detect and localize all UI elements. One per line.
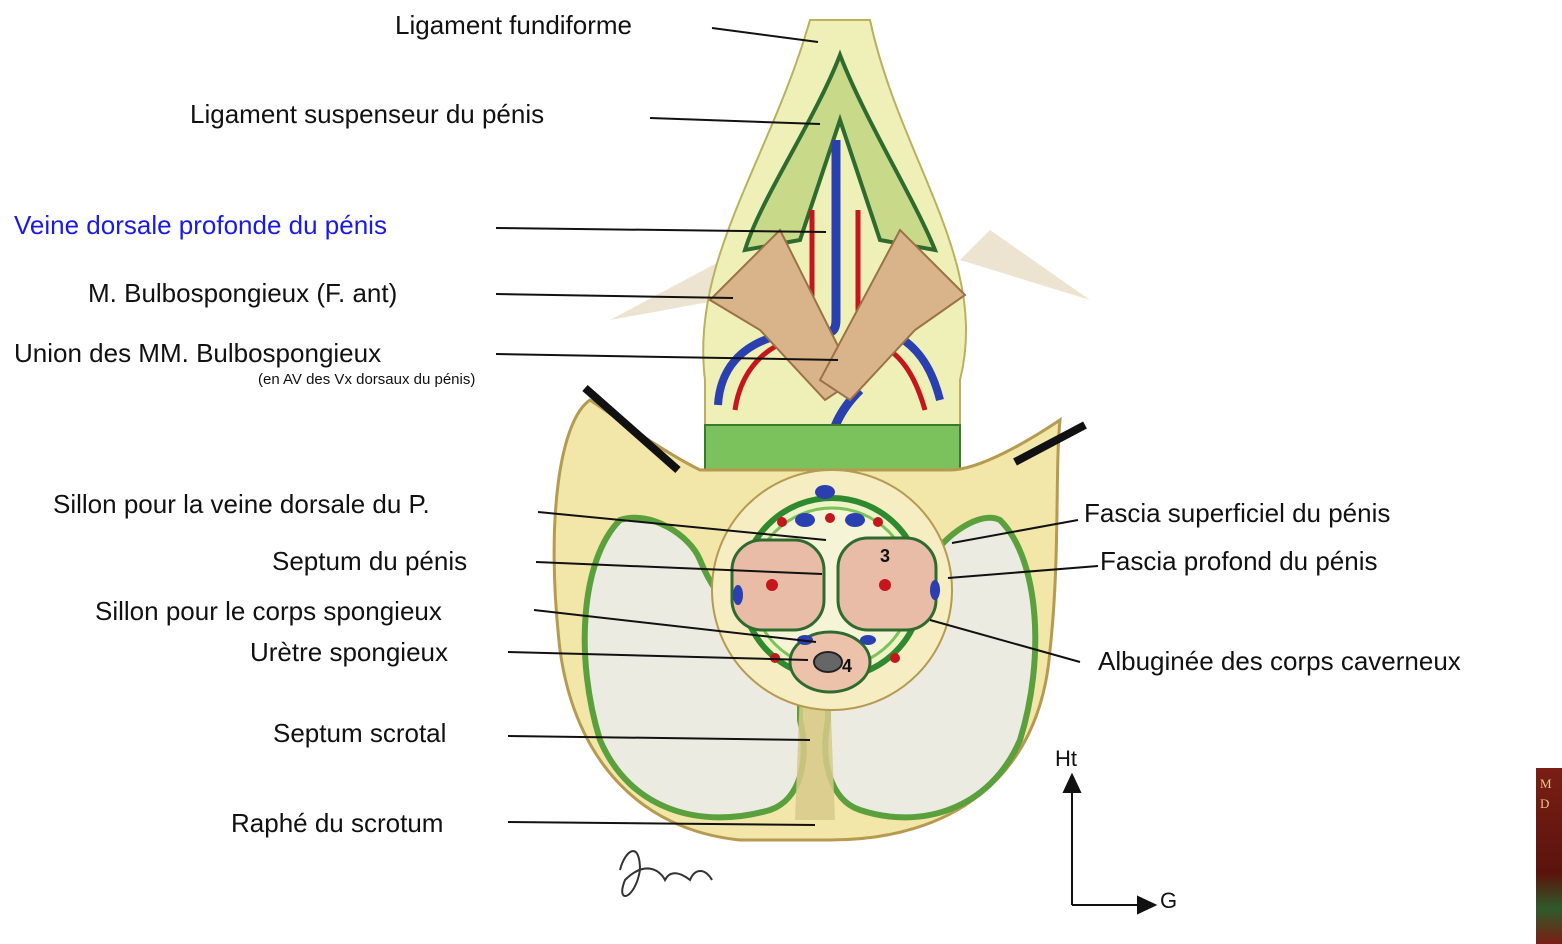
label-raphe-scrotum: Raphé du scrotum [231, 808, 443, 838]
label-septum-scrotal: Septum scrotal [273, 718, 446, 748]
section-vessel-2 [795, 513, 815, 527]
label-uretre-spongieux: Urètre spongieux [250, 637, 448, 667]
section-vessel-side-left [733, 585, 743, 605]
axis-up-arrowhead [1064, 775, 1080, 792]
section-vessel-4 [845, 513, 865, 527]
thumbnail-letter-1: M [1540, 776, 1552, 792]
marker-number-4: 4 [842, 656, 852, 676]
section-vessel-ventral-right [890, 653, 900, 663]
thumbnail-letter-2: D [1540, 796, 1549, 812]
label-sillon-veine-dorsale: Sillon pour la veine dorsale du P. [53, 489, 430, 519]
artist-signature [620, 851, 712, 896]
section-vessel-1 [777, 517, 787, 527]
section-vessel-side-right [930, 580, 940, 600]
orientation-up-label: Ht [1055, 746, 1077, 772]
axis-right-arrowhead [1138, 897, 1155, 913]
label-albuginee: Albuginée des corps caverneux [1098, 646, 1461, 676]
marker-number-3: 3 [880, 546, 890, 566]
book-cover-thumbnail: M D [1536, 768, 1562, 944]
skin-right-wing [960, 230, 1090, 300]
label-ligament-fundiforme: Ligament fundiforme [395, 10, 632, 40]
section-vessel-ventral-vein-right [860, 635, 876, 645]
label-union-mm-bulbospongieux: Union des MM. Bulbospongieux [14, 338, 381, 368]
label-sillon-corps-spongieux: Sillon pour le corps spongieux [95, 596, 442, 626]
deep-artery-left [766, 579, 778, 591]
section-vessel-5 [873, 517, 883, 527]
label-union-note: (en AV des Vx dorsaux du pénis) [258, 371, 475, 389]
section-vessel-ventral-left [770, 653, 780, 663]
deep-artery-right [879, 579, 891, 591]
orientation-axes [1064, 775, 1155, 913]
fascia-band [705, 425, 960, 475]
label-fascia-superficiel: Fascia superficiel du pénis [1084, 498, 1390, 528]
section-vessel-3 [825, 513, 835, 523]
orientation-right-label: G [1160, 888, 1177, 914]
label-veine-dorsale-profonde: Veine dorsale profonde du pénis [14, 210, 387, 240]
label-septum-penis: Septum du pénis [272, 546, 467, 576]
section-vein-dorsal [815, 485, 835, 499]
leader-ligament-fundiforme [712, 28, 818, 42]
label-fascia-profond: Fascia profond du pénis [1100, 546, 1378, 576]
label-m-bulbospongieux: M. Bulbospongieux (F. ant) [88, 278, 397, 308]
label-ligament-suspenseur: Ligament suspenseur du pénis [190, 99, 544, 129]
uretre-lumen [814, 652, 842, 672]
